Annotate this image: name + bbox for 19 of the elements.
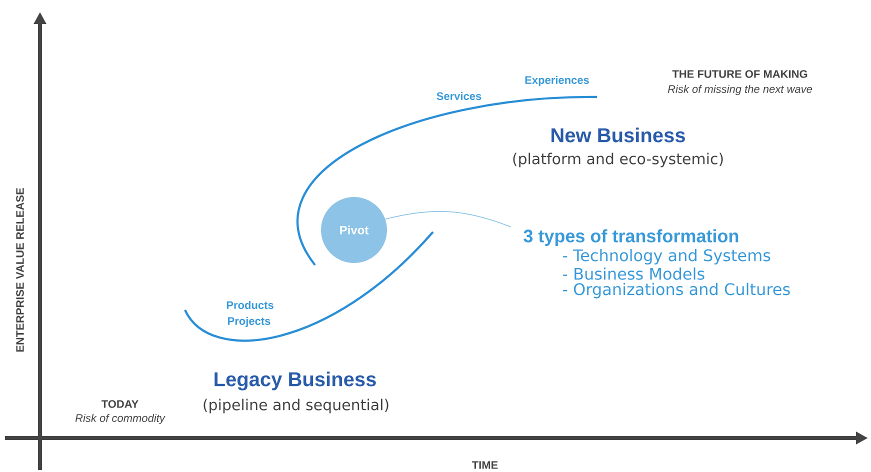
curve-label: Experiences <box>525 76 589 86</box>
axis-label: TIME <box>472 461 498 469</box>
heading: 3 types of transformation <box>524 229 738 246</box>
note-heading: THE FUTURE OF MAKING <box>672 70 808 78</box>
curve-label: Projects <box>228 316 270 328</box>
note-text: Risk of commodity <box>75 414 166 424</box>
region-title: New Business <box>552 128 685 142</box>
region-subtitle: (platform and eco-systemic) <box>513 152 723 168</box>
axis-label: ENTERPRISE VALUE RELEASE <box>16 188 24 352</box>
curve-label: Services <box>436 92 482 100</box>
curve-label: Products <box>226 300 274 310</box>
region-subtitle: (pipeline and sequential) <box>204 398 388 414</box>
leader-line <box>384 210 512 228</box>
list-item: - Organizations and Cultures <box>563 282 790 298</box>
note-text: Risk of missing the next wave <box>668 84 812 96</box>
list-item: - Business Models <box>563 267 704 280</box>
note-heading: TODAY <box>101 400 138 408</box>
list-item: - Technology and Systems <box>563 248 770 264</box>
region-title: Legacy Business <box>214 372 376 390</box>
